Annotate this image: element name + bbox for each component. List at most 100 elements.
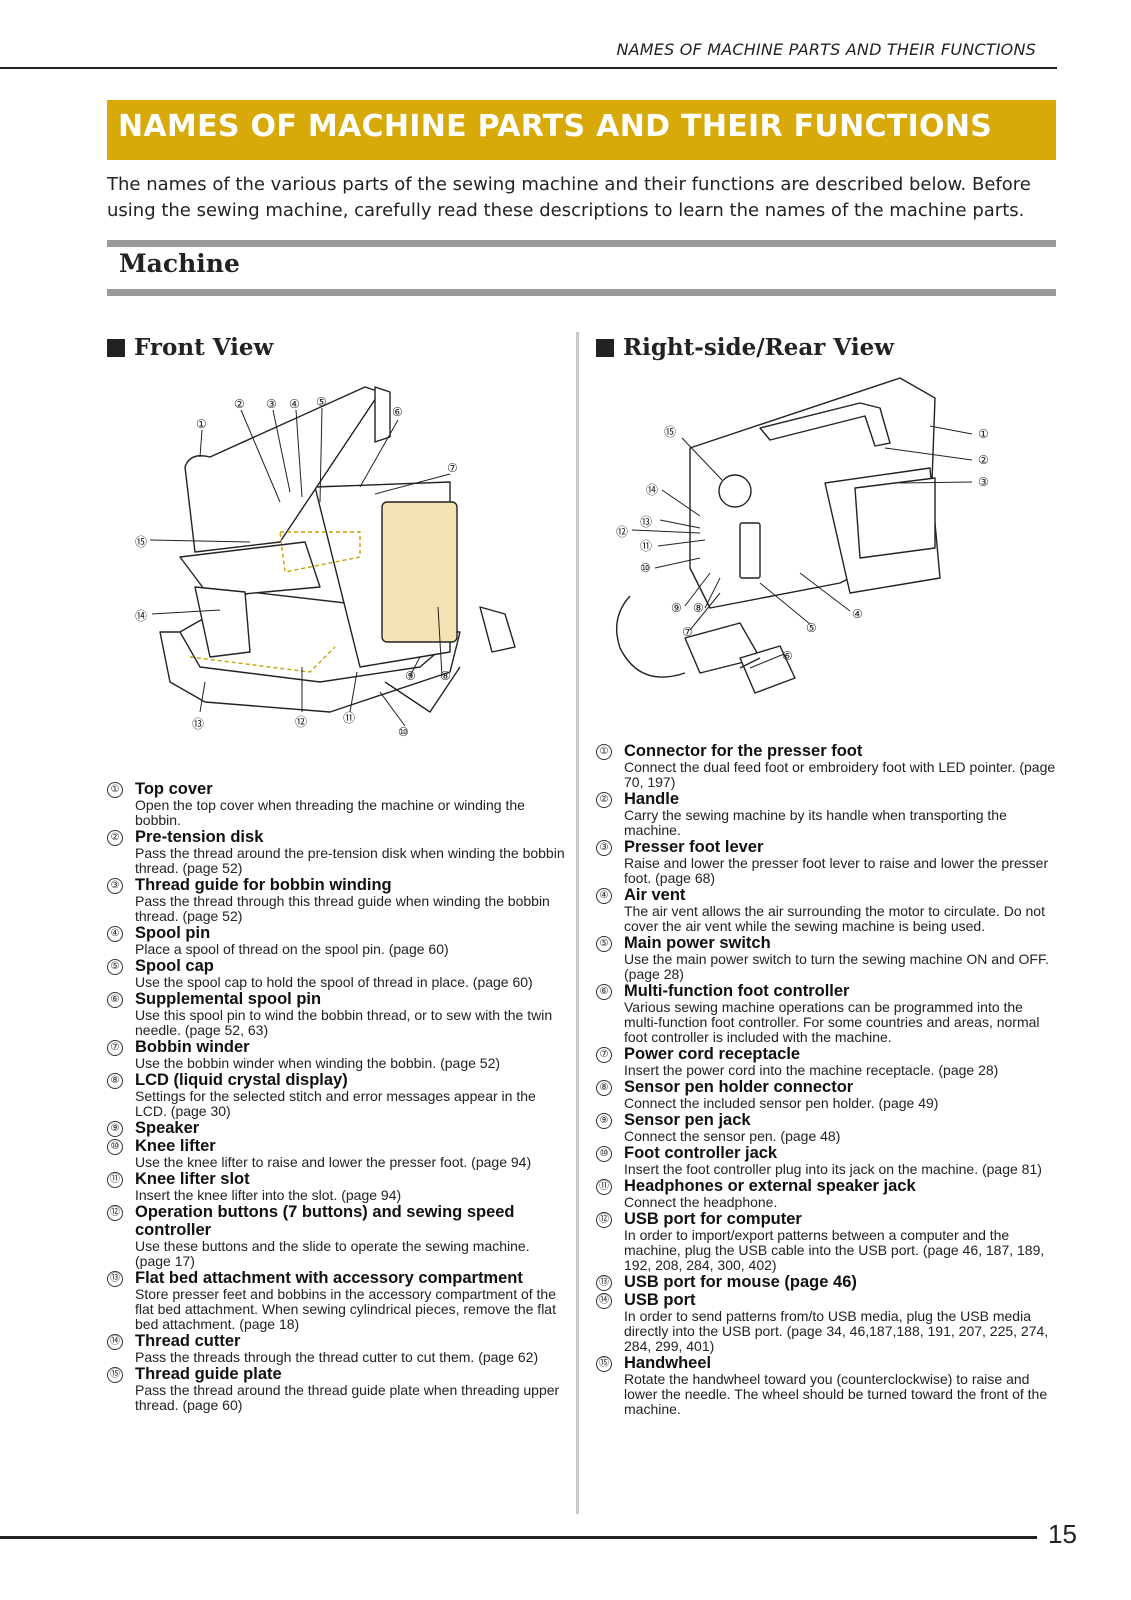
part-name: Presser foot lever <box>624 838 764 856</box>
section-title: Machine <box>119 249 240 278</box>
title-bar: NAMES OF MACHINE PARTS AND THEIR FUNCTIO… <box>107 100 1056 160</box>
square-bullet-icon <box>596 338 614 357</box>
front-callout-1: ① <box>196 417 207 431</box>
part-number: ⑥ <box>107 992 123 1008</box>
rear-view-heading-text: Right-side/Rear View <box>623 334 895 361</box>
part-description: Use the bobbin winder when winding the b… <box>135 1055 501 1071</box>
intro-paragraph: The names of the various parts of the se… <box>107 174 1031 221</box>
rear-callout-6: ⑥ <box>782 649 793 663</box>
part-description: Connect the dual feed foot or embroidery… <box>624 759 1056 790</box>
part-description: Rotate the handwheel toward you (counter… <box>624 1371 1048 1417</box>
front-callout-8: ⑧ <box>440 669 451 683</box>
part-description: Use this spool pin to wind the bobbin th… <box>135 1007 553 1038</box>
part-name: LCD (liquid crystal display) <box>135 1071 348 1089</box>
column-divider <box>576 332 579 1514</box>
part-description: The air vent allows the air surrounding … <box>624 903 1045 934</box>
part-description: Settings for the selected stitch and err… <box>135 1088 536 1119</box>
part-description: Connect the headphone. <box>624 1194 778 1210</box>
part-description: Open the top cover when threading the ma… <box>135 797 525 828</box>
part-number: ③ <box>596 840 612 856</box>
rear-callout-4: ④ <box>852 607 863 621</box>
part-number: ⑭ <box>596 1293 612 1309</box>
rear-callout-5: ⑤ <box>806 621 817 635</box>
front-callout-9: ⑨ <box>405 669 416 683</box>
front-callout-13: ⑬ <box>192 717 204 731</box>
part-number: ④ <box>107 926 123 942</box>
bottom-rule <box>0 1536 1037 1539</box>
part-description: Use the knee lifter to raise and lower t… <box>135 1154 532 1170</box>
part-number: ⑪ <box>596 1179 612 1195</box>
part-item: ⑧ LCD (liquid crystal display)Settings fo… <box>107 1071 567 1119</box>
part-number: ⑭ <box>107 1334 123 1350</box>
part-description: Insert the foot controller plug into its… <box>624 1161 1042 1177</box>
part-description: Carry the sewing machine by its handle w… <box>624 807 1007 838</box>
part-name: Power cord receptacle <box>624 1045 801 1063</box>
part-name: Top cover <box>135 780 213 798</box>
rear-callout-12: ⑫ <box>616 525 628 539</box>
part-description: Raise and lower the presser foot lever t… <box>624 855 1049 886</box>
rear-view-heading: Right-side/Rear View <box>596 334 894 361</box>
part-number: ⑮ <box>596 1356 612 1372</box>
part-description: Pass the thread around the pre-tension d… <box>135 845 565 876</box>
part-number: ⑤ <box>107 959 123 975</box>
part-description: Connect the sensor pen. (page 48) <box>624 1128 841 1144</box>
part-number: ④ <box>596 888 612 904</box>
part-name: Spool cap <box>135 957 214 975</box>
front-callout-10: ⑩ <box>398 725 409 739</box>
part-name: USB port for computer <box>624 1210 802 1228</box>
part-number: ⑧ <box>596 1080 612 1096</box>
part-name: Flat bed attachment with accessory compa… <box>135 1269 523 1287</box>
part-number: ⑧ <box>107 1073 123 1089</box>
part-number: ⑮ <box>107 1367 123 1383</box>
part-number: ② <box>596 792 612 808</box>
part-name: Multi-function foot controller <box>624 982 850 1000</box>
part-name: Speaker <box>135 1119 200 1137</box>
part-description: Various sewing machine operations can be… <box>624 999 1040 1045</box>
part-number: ⑬ <box>596 1275 612 1291</box>
rear-callout-9: ⑨ <box>671 601 682 615</box>
rear-callout-11: ⑪ <box>640 539 652 553</box>
part-number: ⑨ <box>596 1113 612 1129</box>
part-name: Supplemental spool pin <box>135 990 322 1008</box>
part-name: Knee lifter slot <box>135 1170 250 1188</box>
part-name: Spool pin <box>135 924 211 942</box>
part-number: ⑤ <box>596 936 612 952</box>
rear-callout-13: ⑬ <box>640 515 652 529</box>
rear-callout-7: ⑦ <box>682 625 693 639</box>
part-name: Knee lifter <box>135 1137 216 1155</box>
part-description: Connect the included sensor pen holder. … <box>624 1095 939 1111</box>
part-name: Thread guide for bobbin winding <box>135 876 392 894</box>
front-callout-12: ⑫ <box>295 715 307 729</box>
front-callout-labels: ① ② ③ ④ ⑤ ⑥ ⑦ ⑧ ⑨ ⑩ ⑪ ⑫ ⑬ ⑭ ⑮ <box>135 395 458 739</box>
rear-callout-labels: ① ② ③ ④ ⑤ ⑥ ⑦ ⑧ ⑨ ⑩ ⑪ ⑫ ⑬ ⑭ ⑮ <box>616 425 989 663</box>
front-view-heading-text: Front View <box>134 334 274 361</box>
part-number: ② <box>107 830 123 846</box>
part-number: ⑩ <box>107 1139 123 1155</box>
rear-view-illustration: ① ② ③ ④ ⑤ ⑥ ⑦ ⑧ ⑨ ⑩ ⑪ ⑫ ⑬ ⑭ ⑮ <box>616 377 989 694</box>
part-number: ⑩ <box>596 1146 612 1162</box>
front-callout-7: ⑦ <box>447 461 458 475</box>
front-callout-5: ⑤ <box>316 395 327 409</box>
part-number: ⑦ <box>596 1047 612 1063</box>
